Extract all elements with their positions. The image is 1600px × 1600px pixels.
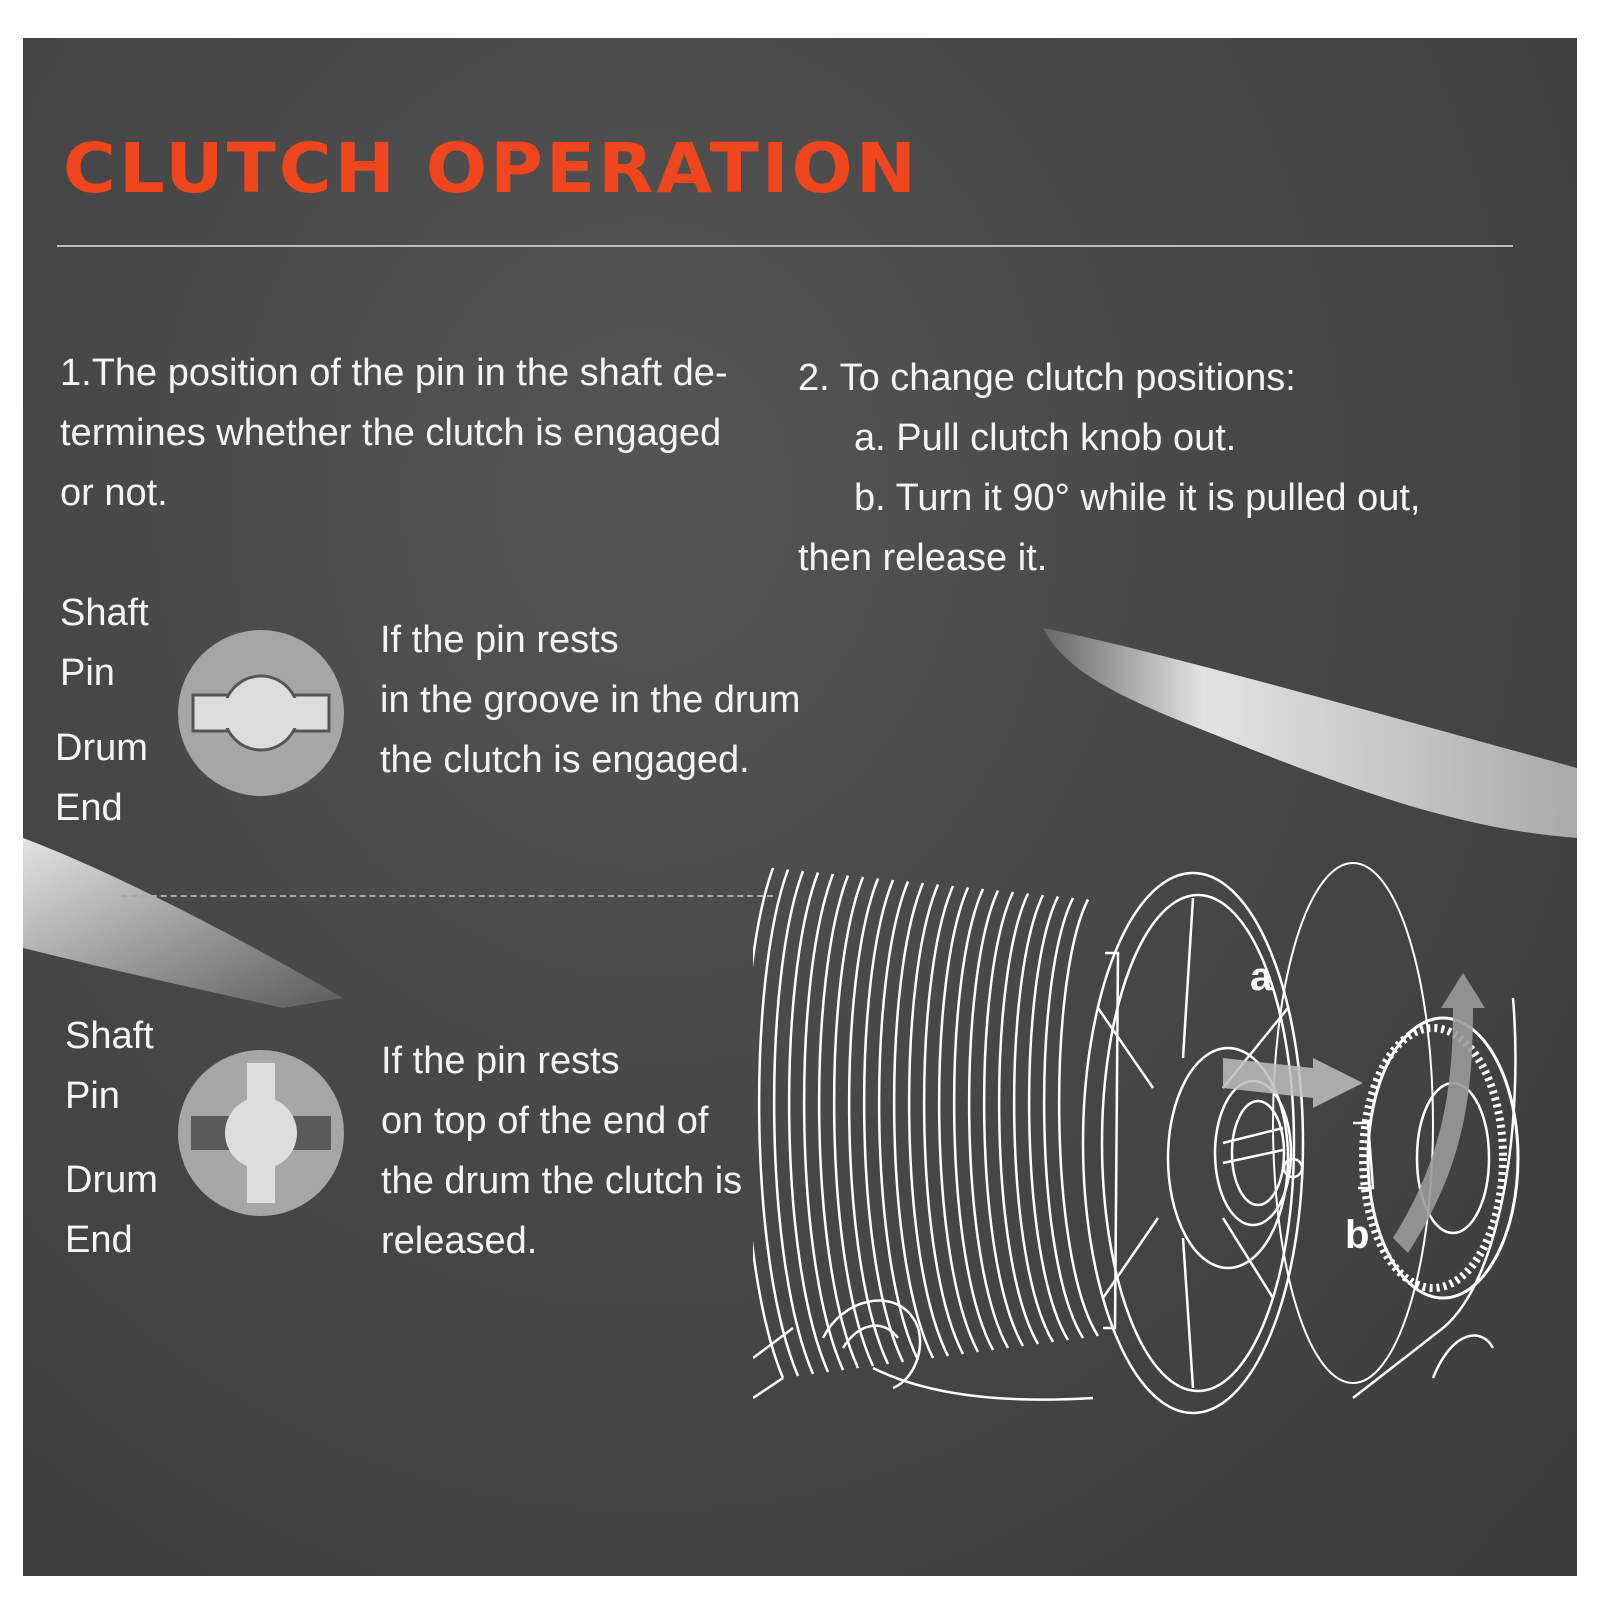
hose-coil-line — [757, 869, 800, 1377]
shaft-label: Shaft — [65, 1015, 154, 1057]
hose-coil-line — [952, 888, 995, 1351]
brush-streak-decoration — [1043, 628, 1577, 838]
released-labels-lower: Drum End — [65, 1150, 158, 1270]
section-divider — [121, 895, 773, 897]
infographic-panel: CLUTCH OPERATION 1.The position of the p… — [23, 38, 1577, 1576]
shaft-circle — [225, 1097, 297, 1169]
hose-coil-line — [772, 870, 815, 1375]
step-b-continued: then release it. — [798, 537, 1048, 579]
intro-paragraph: 1.The position of the pin in the shaft d… — [60, 343, 728, 523]
hose-coil-line — [787, 872, 830, 1373]
hose-coil-line — [753, 867, 785, 1379]
title-divider — [57, 245, 1513, 247]
clutch-knob — [1366, 1016, 1520, 1300]
brush-streak-decoration — [23, 838, 343, 1008]
hose-reel-illustration: a b — [753, 862, 1520, 1415]
page-title: CLUTCH OPERATION — [63, 128, 919, 208]
direction-arrows — [1223, 973, 1485, 1253]
hose-coil-line — [817, 875, 860, 1369]
end-label: End — [55, 787, 123, 829]
intro-line: or not. — [60, 472, 168, 514]
hose-coil-line — [937, 886, 980, 1353]
hose-coil-line — [802, 873, 845, 1371]
engaged-labels-lower: Drum End — [55, 718, 148, 838]
engaged-pin-diagram — [178, 630, 344, 796]
hose-coil-line — [862, 879, 905, 1363]
drum-label: Drum — [65, 1159, 158, 1201]
pull-arrow-icon — [1223, 1058, 1363, 1108]
intro-line: 1.The position of the pin in the shaft d… — [60, 352, 728, 394]
reel-hub — [1166, 1046, 1290, 1270]
reel-spokes — [1096, 897, 1289, 1389]
hose-coil-line — [922, 885, 965, 1355]
hose-coil-line — [847, 878, 890, 1365]
end-label: End — [65, 1219, 133, 1261]
released-line: If the pin rests — [381, 1040, 620, 1082]
reel-wheel-outer — [1081, 871, 1305, 1415]
released-labels: Shaft Pin — [65, 1006, 154, 1126]
pin-label: Pin — [65, 1075, 120, 1117]
hose-coil-line — [1012, 894, 1055, 1343]
pin-label: Pin — [60, 652, 115, 694]
engaged-labels: Shaft Pin — [60, 583, 149, 703]
hose-coil-line — [877, 881, 920, 1361]
engaged-line: the clutch is engaged. — [380, 739, 750, 781]
hose-coil-line — [892, 882, 935, 1359]
released-description: If the pin rests on top of the end of th… — [381, 1031, 742, 1271]
released-line: on top of the end of — [381, 1100, 709, 1142]
released-line: the drum the clutch is — [381, 1160, 743, 1202]
change-heading: 2. To change clutch positions: — [798, 357, 1296, 399]
hose-coil-line — [1027, 895, 1070, 1341]
step-b: b. Turn it 90° while it is pulled out, — [854, 477, 1421, 519]
turn-arrow-icon — [1393, 973, 1485, 1253]
engaged-line: If the pin rests — [380, 619, 619, 661]
drum-label: Drum — [55, 727, 148, 769]
shaft-label: Shaft — [60, 592, 149, 634]
hose-coil-line — [1042, 897, 1085, 1339]
hose-coil-line — [967, 889, 1010, 1349]
hose-coil-line — [1057, 898, 1100, 1337]
released-pin-diagram — [178, 1050, 344, 1216]
hose-coil-line — [997, 892, 1040, 1345]
step-a: a. Pull clutch knob out. — [854, 417, 1237, 459]
label-a: a — [1250, 955, 1273, 999]
change-positions-instructions: 2. To change clutch positions: a. Pull c… — [798, 348, 1421, 588]
engaged-line: in the groove in the drum — [380, 679, 801, 721]
released-line: released. — [381, 1220, 538, 1262]
intro-line: termines whether the clutch is engaged — [60, 412, 722, 454]
engaged-description: If the pin rests in the groove in the dr… — [380, 610, 800, 790]
hose-coil-line — [907, 884, 950, 1357]
hose-coil-line — [832, 876, 875, 1367]
hose-coil-line — [982, 891, 1025, 1347]
label-b: b — [1345, 1213, 1369, 1257]
reel-frame — [1352, 997, 1517, 1399]
hose-coils — [753, 867, 1100, 1379]
hose-loop — [821, 1299, 922, 1390]
